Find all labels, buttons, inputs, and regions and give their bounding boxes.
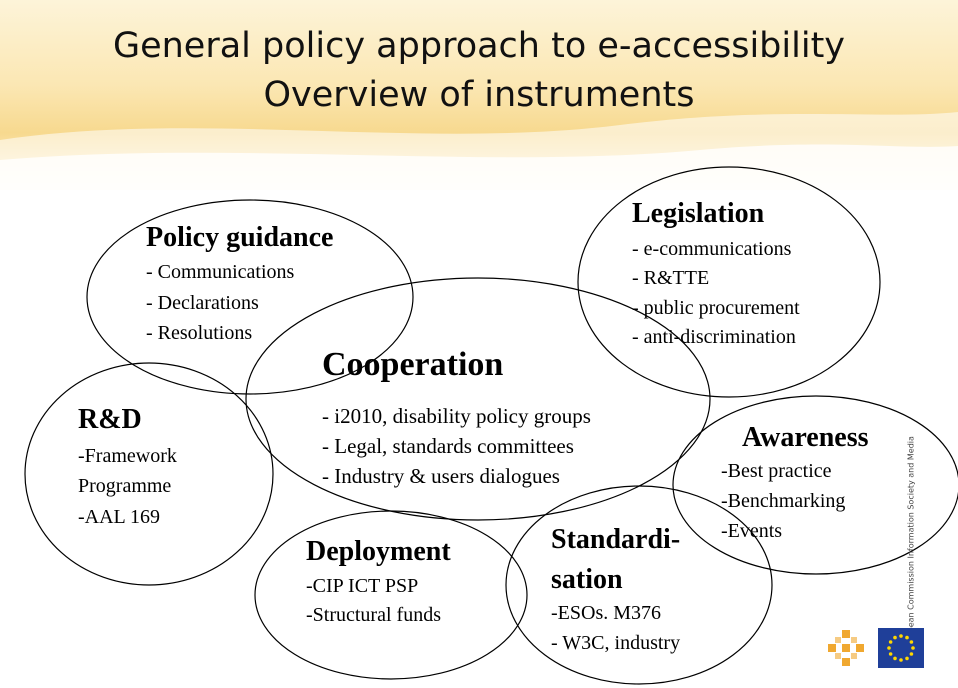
rd-heading: R&D	[78, 404, 142, 435]
awareness-item: -Best practice	[721, 460, 832, 482]
policy-guidance-ellipse	[86, 199, 414, 395]
legislation-ellipse	[577, 166, 881, 398]
cooperation-item: - Industry & users dialogues	[322, 464, 560, 488]
awareness-ellipse	[672, 395, 958, 575]
standardisation-item: -ESOs. M376	[551, 602, 662, 624]
standardisation-ellipse	[505, 485, 773, 685]
legislation-item: - R&TTE	[632, 267, 710, 289]
legislation-item: - public procurement	[632, 297, 800, 319]
rd-item: -Framework	[78, 445, 177, 467]
legislation-item: - anti-discrimination	[632, 326, 796, 348]
rd-item: Programme	[78, 475, 172, 497]
plus-logo-icon	[828, 630, 864, 666]
legislation-item: - e-communications	[632, 238, 792, 260]
awareness-item: -Events	[721, 520, 783, 542]
deployment-item: -CIP ICT PSP	[306, 575, 419, 597]
standardisation-heading-line-2: sation	[551, 564, 623, 595]
title-line-2: Overview of instruments	[263, 75, 695, 115]
title-banner: General policy approach to e-accessibili…	[0, 0, 958, 190]
deployment-ellipse	[254, 510, 528, 680]
cooperation-ellipse	[245, 277, 711, 521]
awareness-item: -Benchmarking	[721, 490, 846, 512]
rd-ellipse	[24, 362, 274, 586]
standardisation-item: - W3C, industry	[551, 632, 681, 654]
policy-guidance-item: - Communications	[146, 261, 295, 283]
title-line-1: General policy approach to e-accessibili…	[112, 26, 846, 66]
legislation-heading: Legislation	[632, 198, 765, 229]
cooperation-heading: Cooperation	[322, 346, 504, 383]
policy-guidance-heading: Policy guidance	[146, 222, 334, 253]
cooperation-item: - i2010, disability policy groups	[322, 404, 591, 428]
standardisation-heading-line-1: Standardi-	[551, 524, 681, 555]
deployment-heading: Deployment	[306, 536, 451, 567]
banner-wave-decoration	[0, 112, 958, 190]
rd-item: -AAL 169	[78, 506, 161, 528]
eu-flag-icon	[878, 628, 924, 668]
cooperation-item: - Legal, standards committees	[322, 434, 574, 458]
awareness-heading: Awareness	[742, 422, 869, 453]
slide-title: General policy approach to e-accessibili…	[0, 22, 958, 120]
policy-guidance-item: - Declarations	[146, 292, 259, 314]
deployment-item: -Structural funds	[306, 604, 441, 626]
policy-guidance-item: - Resolutions	[146, 322, 253, 344]
